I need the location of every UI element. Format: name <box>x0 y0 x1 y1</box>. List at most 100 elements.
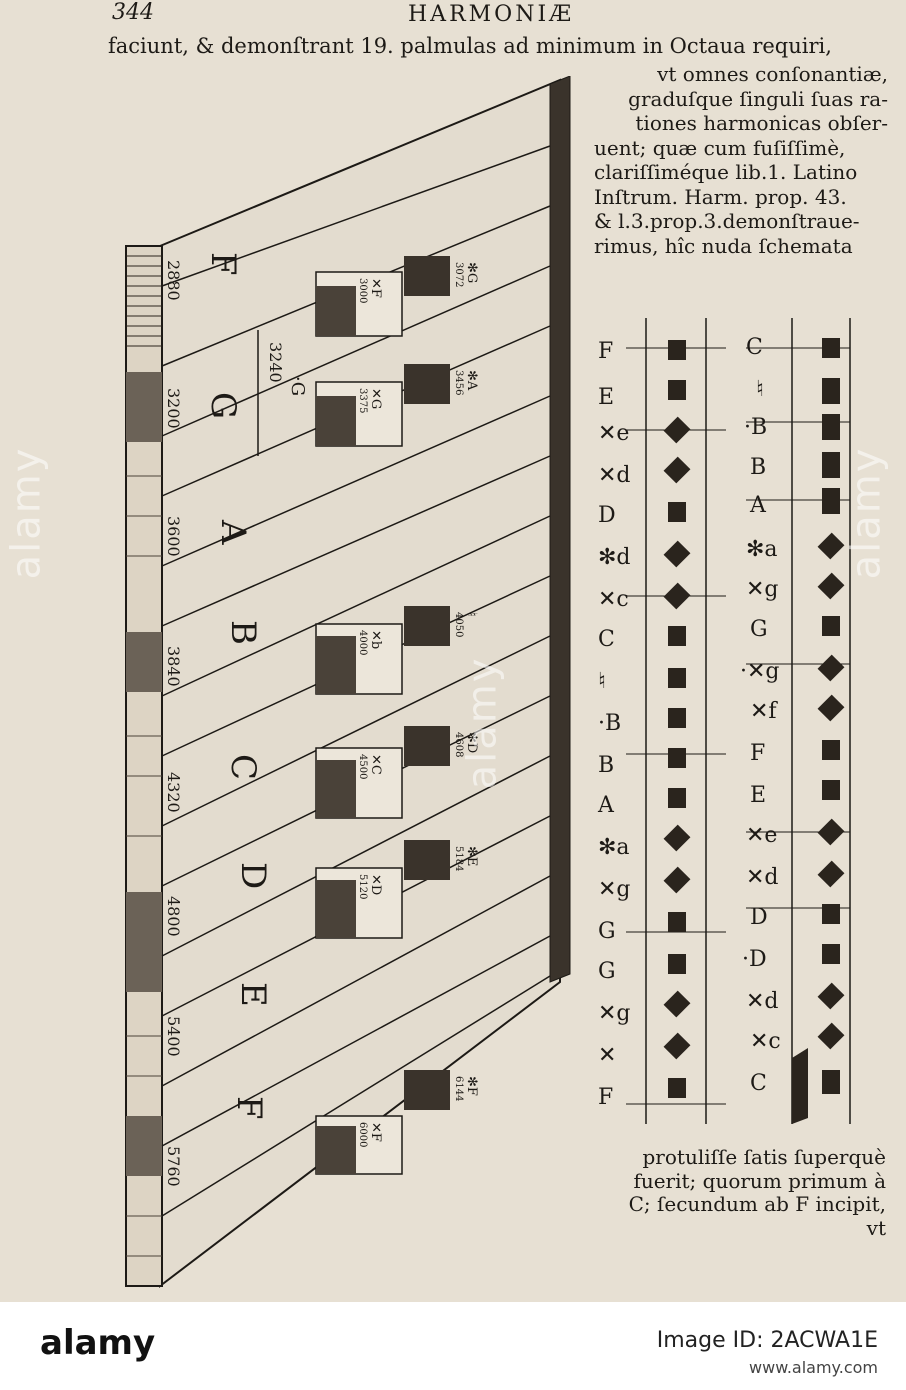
book-page: 344 HARMONIÆ faciunt, & demonſtrant 19. … <box>0 0 906 1302</box>
scale-right-label: ✕c <box>750 1029 781 1054</box>
scale-left-label: ✕e <box>598 421 629 446</box>
scale-right-label: ✕d <box>746 865 779 890</box>
scale-right-label: A <box>749 493 767 518</box>
sharp-label: ✻A <box>464 370 479 391</box>
sharp-label: ✕D <box>368 874 383 895</box>
sharp-label: ✕F <box>368 278 383 298</box>
scale-left-label: E <box>598 385 614 410</box>
right-text-column: vt omnes conſonantiæ, graduſque ſinguli … <box>594 62 888 258</box>
sharp-label: ✻G <box>464 262 479 283</box>
ratio-number: 5760 <box>164 1146 183 1187</box>
scale-left-label: ✻d <box>598 545 631 570</box>
sharp-label: ♮ <box>464 612 479 617</box>
scale-left-label: G <box>598 919 616 944</box>
sharp-label: ✻F <box>464 1076 479 1096</box>
brand-logo: alamy <box>40 1323 156 1363</box>
first-text-line: faciunt, & demonſtrant 19. palmulas ad m… <box>108 34 832 58</box>
key-letter: B <box>223 620 263 645</box>
scale-right-label: ·B <box>744 415 767 440</box>
scale-diagram: F E ✕e ✕d D ✻d ✕c C ♮ ·B B A ✻a ✕g G G ✕… <box>597 318 851 1124</box>
scale-right-label: ✕f <box>750 699 778 724</box>
small-key-letter: ·G <box>287 376 308 396</box>
ratio-number: 3840 <box>164 646 183 687</box>
scale-right-label: ·✕g <box>740 659 780 684</box>
text-line: fuerit; quorum primum à <box>633 1168 886 1193</box>
brand-url: www.alamy.com <box>749 1358 878 1377</box>
sharp-number: 4050 <box>453 612 464 637</box>
scale-right-label: C <box>746 335 763 360</box>
ratio-number: 3200 <box>164 388 183 429</box>
text-line: clariſſiméque lib.1. Latino <box>594 160 858 184</box>
scale-left-label: G <box>598 959 616 984</box>
scale-right-label: ✻a <box>746 537 778 562</box>
watermark-text: alamy <box>459 656 506 790</box>
scale-right-label: D <box>750 905 768 930</box>
sharp-label: ✕F <box>368 1122 383 1142</box>
sharp-block <box>315 1070 450 1175</box>
sharp-block <box>315 256 450 337</box>
sharp-number: 3072 <box>453 262 464 287</box>
scale-left-label: ✕g <box>598 877 631 902</box>
sharp-block <box>315 364 450 447</box>
key-letter: E <box>233 982 273 1007</box>
footer-bar <box>0 1302 906 1390</box>
key-letter: F <box>203 252 243 276</box>
text-line: Inſtrum. Harm. prop. 43. <box>594 184 847 209</box>
scale-right-label: G <box>750 617 768 642</box>
ratio-number: 3240 <box>266 342 285 383</box>
sharp-label: ✻D <box>464 732 479 753</box>
scale-left-label: F <box>598 339 613 364</box>
scale-right-label: C <box>750 1071 767 1096</box>
scale-right-label: ·D <box>742 947 767 972</box>
sharp-block <box>315 840 450 939</box>
scale-right-label: E <box>750 783 766 808</box>
ratio-number: 5400 <box>164 1016 183 1057</box>
sharp-number: 4500 <box>357 754 368 779</box>
sharp-number: 3000 <box>357 278 368 303</box>
sharp-number: 5184 <box>453 846 464 871</box>
scale-left-label: B <box>598 753 614 778</box>
scale-right-label: ♮ <box>756 377 764 402</box>
scale-left-label: D <box>598 503 616 528</box>
key-letter: D <box>233 862 273 889</box>
sharp-block <box>315 726 450 819</box>
ratio-number: 4320 <box>164 772 183 813</box>
sharp-label: ✕b <box>368 630 383 649</box>
scale-left-label: ✕c <box>598 587 629 612</box>
key-letter: G <box>203 392 243 419</box>
scale-right-label: ✕e <box>746 823 777 848</box>
sharp-number: 3456 <box>453 370 464 395</box>
bottom-text-column: protuliſſe ſatis ſuperquè fuerit; quorum… <box>598 1145 886 1240</box>
text-line: rimus, hîc nuda ſchemata <box>594 233 853 258</box>
ratio-number: 2880 <box>164 260 183 301</box>
scale-right-label: B <box>750 455 766 480</box>
sharp-number: 6000 <box>357 1122 368 1147</box>
scale-left-label: ·B <box>598 711 621 736</box>
text-line: tiones harmonicas obſer- <box>635 111 888 135</box>
text-line: C; ſecundum ab F incipit, <box>628 1192 886 1216</box>
text-line: vt omnes conſonantiæ, <box>657 62 888 86</box>
sharp-number: 3375 <box>357 388 368 413</box>
running-head: HARMONIÆ <box>408 2 575 27</box>
scale-left-label: A <box>597 793 615 818</box>
scale-right-label: ✕g <box>746 577 779 602</box>
watermark-text: alamy <box>843 446 890 580</box>
sharp-label: ✻E <box>464 846 479 866</box>
text-line: & l.3.prop.3.demonſtraue- <box>594 209 860 233</box>
sharp-number: 4000 <box>357 630 368 655</box>
sharp-block <box>315 606 450 695</box>
scale-left-label: ✻a <box>598 835 630 860</box>
sharp-number: 4608 <box>453 732 464 757</box>
ratio-number: 4800 <box>164 896 183 937</box>
scale-left-label: ✕d <box>598 463 631 488</box>
scale-left-label: C <box>598 627 615 652</box>
sharp-label: ✕C <box>368 754 383 775</box>
scale-left-label: ♮ <box>598 669 606 694</box>
scale-right-label: F <box>750 741 765 766</box>
sharp-number: 6144 <box>453 1076 464 1101</box>
image-id: Image ID: 2ACWA1E <box>656 1328 878 1353</box>
watermark-text: alamy <box>3 446 50 580</box>
scale-left-label: ✕ <box>598 1043 616 1068</box>
sharp-label: ✕G <box>368 388 383 409</box>
keyboard-figure: ✕F 3000 ✻G 3072 ✕G 3375 ✻A 3456 ✕b 4000 … <box>125 76 571 1289</box>
